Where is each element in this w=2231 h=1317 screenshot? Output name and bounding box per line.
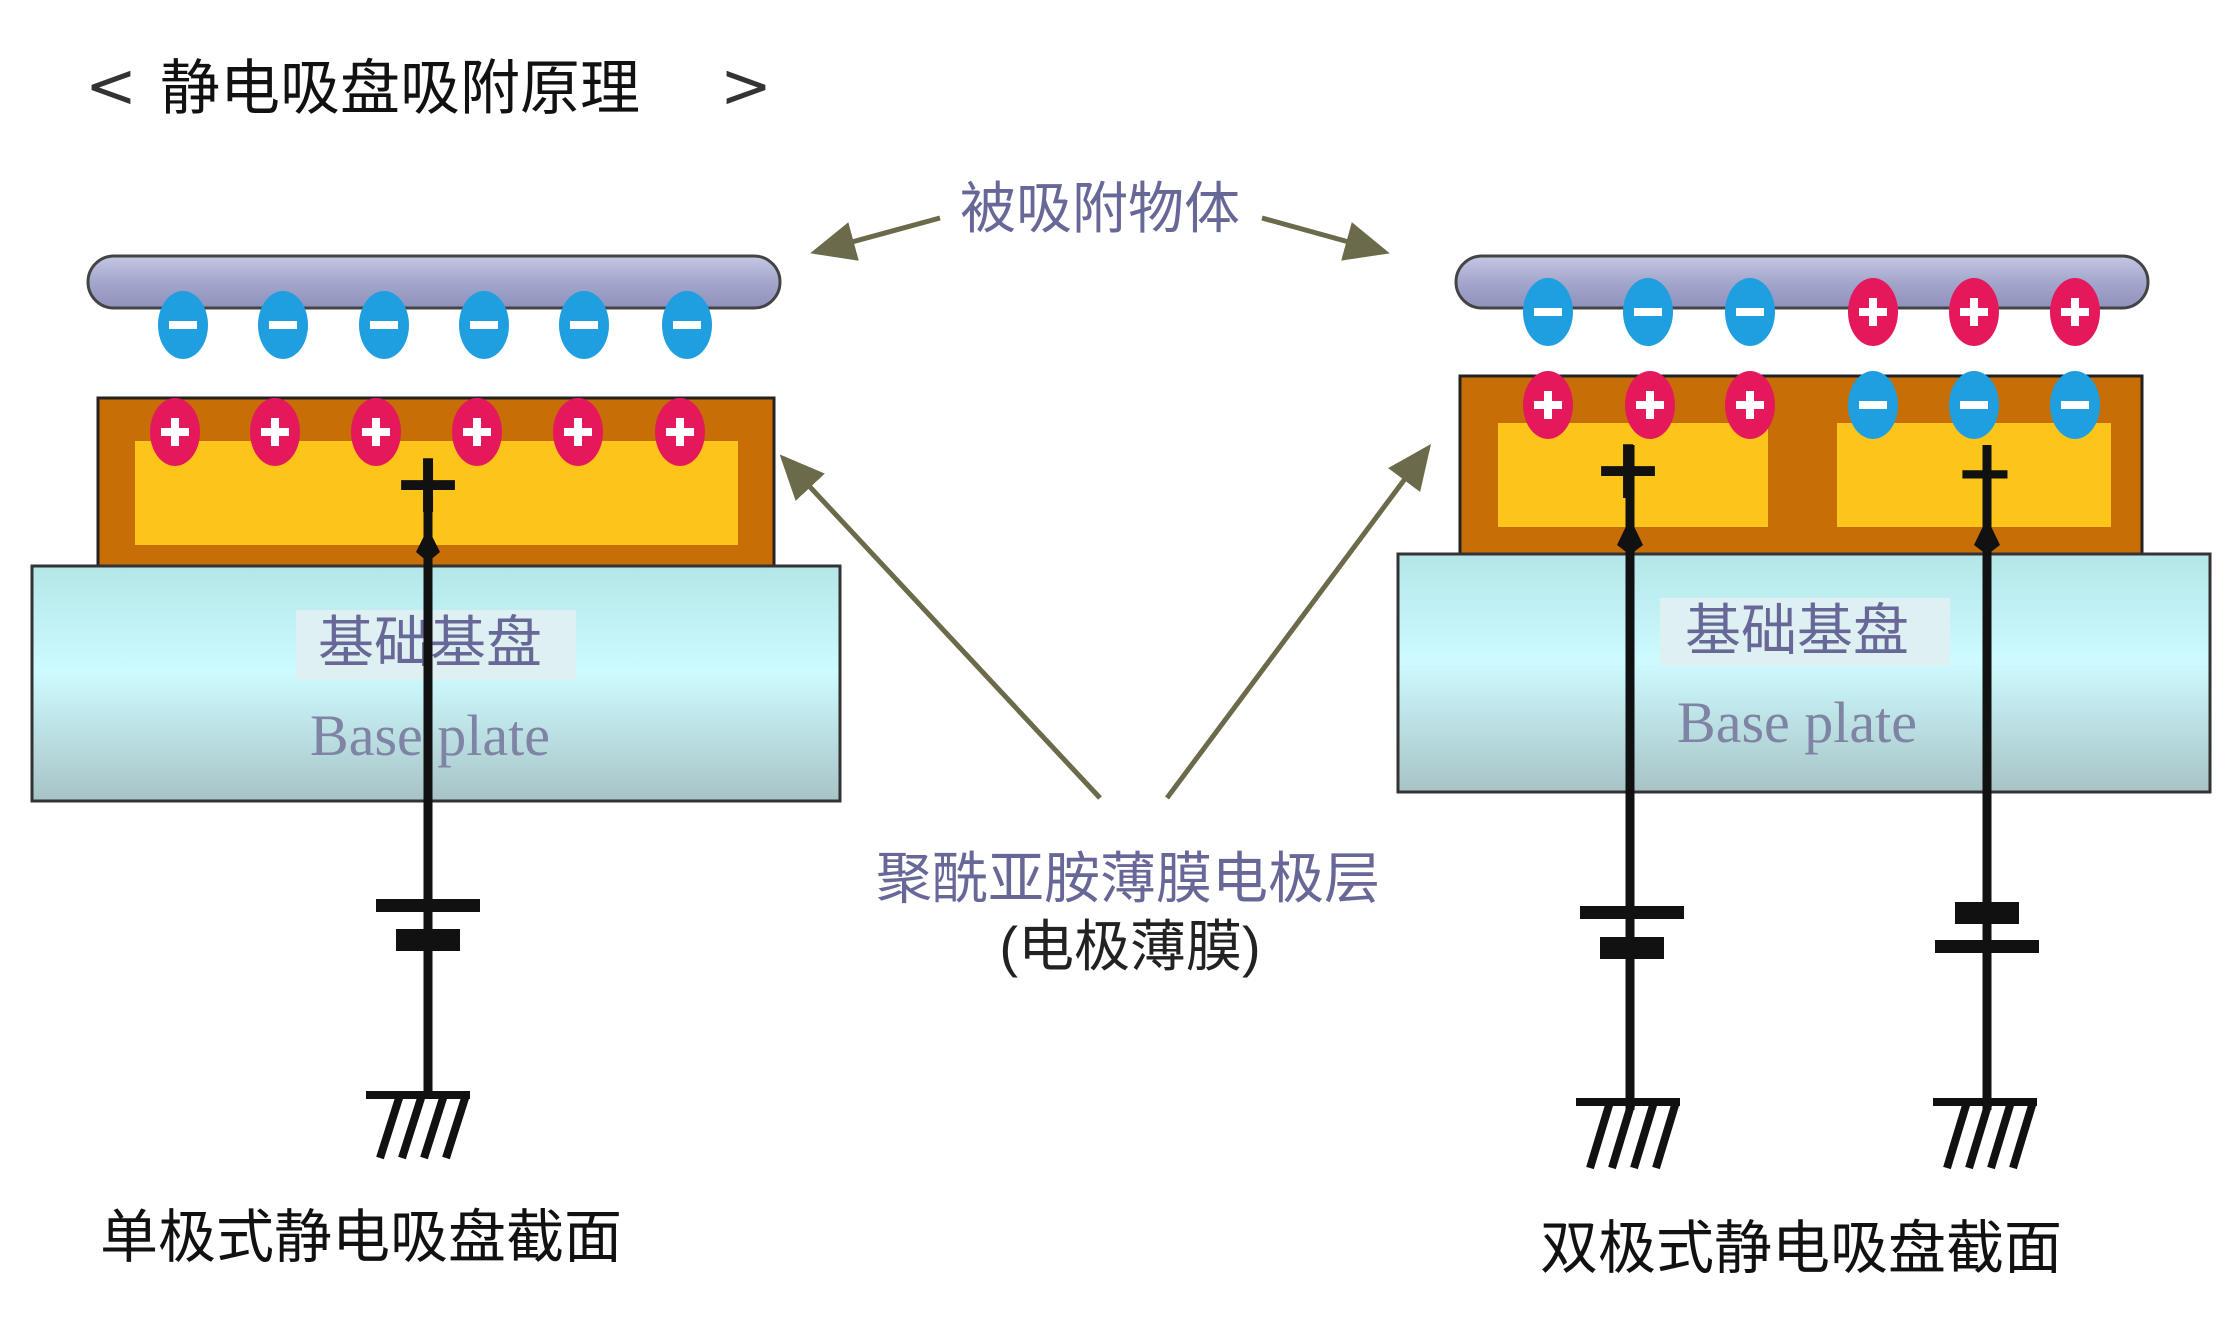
base-label-bg-right <box>1660 598 1950 666</box>
negative-charge <box>2050 371 2100 439</box>
base-plate-right <box>1396 552 2212 794</box>
ground-right-negative <box>1933 1098 2037 1170</box>
film-label-line1: 聚酰亚胺薄膜电极层 <box>876 847 1380 910</box>
negative-charge <box>258 291 308 359</box>
base-label-en-right: Base plate <box>1677 690 1917 755</box>
arrow-to-object-right <box>1261 215 1390 261</box>
electrode-right-negative <box>1837 423 2111 527</box>
negative-charge <box>158 291 208 359</box>
caption-monopolar: 单极式静电吸盘截面 <box>100 1205 622 1270</box>
base-label-cn-right: 基础基盘 <box>1685 599 1909 662</box>
negative-charge <box>1623 278 1673 346</box>
polarity-plus-right: + <box>1592 419 1664 519</box>
positive-charge <box>1625 371 1675 439</box>
arrows <box>779 215 1431 800</box>
negative-charge <box>1949 371 1999 439</box>
adsorbed-object-left <box>86 254 782 310</box>
charges-film-right <box>1523 371 2100 439</box>
polarity-plus-left: + <box>392 433 464 533</box>
bipolar-esc: 基础基盘 Base plate + − <box>1396 254 2212 1170</box>
prev-button[interactable]: < <box>85 49 137 122</box>
negative-charge <box>662 291 712 359</box>
electrode-left <box>135 441 738 545</box>
polarity-minus-right: − <box>1955 430 2015 514</box>
charges-object-right <box>1523 278 2100 346</box>
ground-left <box>366 1091 470 1160</box>
positive-charge <box>250 398 300 466</box>
monopolar-esc: 基础基盘 Base plate + <box>30 254 842 1160</box>
battery-right-negative <box>1935 902 2039 953</box>
film-label-line2: (电极薄膜) <box>999 915 1260 978</box>
negative-charge <box>459 291 509 359</box>
base-plate-left <box>30 564 842 803</box>
next-button[interactable]: > <box>720 49 772 122</box>
negative-charge <box>1523 278 1573 346</box>
positive-charge <box>1523 371 1573 439</box>
negative-charge <box>359 291 409 359</box>
positive-charge <box>452 398 502 466</box>
positive-charge <box>351 398 401 466</box>
positive-charge <box>1949 278 1999 346</box>
adsorbed-object-label: 被吸附物体 <box>960 177 1240 240</box>
positive-charge <box>553 398 603 466</box>
caption-bipolar: 双极式静电吸盘截面 <box>1540 1216 2062 1281</box>
positive-charge <box>2050 278 2100 346</box>
positive-charges-film-left <box>150 398 705 466</box>
arrow-to-object-left <box>810 215 941 261</box>
negative-charge <box>1848 371 1898 439</box>
positive-charge <box>1848 278 1898 346</box>
battery-right-positive <box>1580 906 1684 959</box>
negative-charge <box>1725 278 1775 346</box>
wire-node-left <box>416 528 440 562</box>
positive-charge <box>655 398 705 466</box>
positive-charge <box>1725 371 1775 439</box>
base-label-bg-left <box>296 610 576 680</box>
page-title: 静电吸盘吸附原理 <box>160 54 640 124</box>
battery-left <box>376 899 480 951</box>
arrow-to-film-right <box>1164 443 1431 800</box>
wire-node-right-positive <box>1617 518 1643 555</box>
negative-charges-object-left <box>158 291 712 359</box>
negative-charge <box>559 291 609 359</box>
positive-charge <box>150 398 200 466</box>
arrow-to-film-left <box>779 454 1102 800</box>
wire-node-right-negative <box>1974 518 2000 555</box>
ground-right-positive <box>1576 1098 1680 1170</box>
